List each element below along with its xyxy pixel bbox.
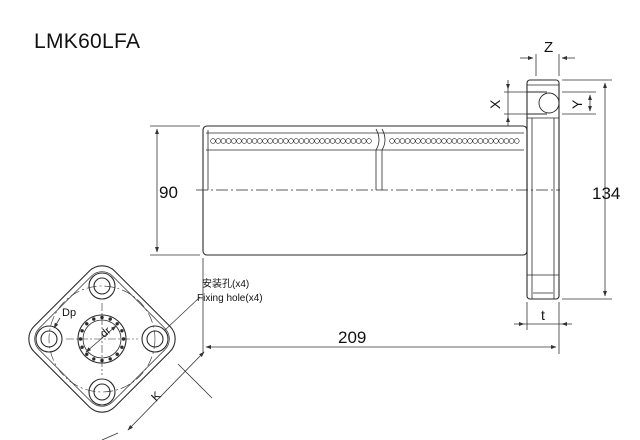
bore-ball [100, 358, 104, 363]
bearing-ball [220, 138, 227, 144]
bearing-ball [288, 138, 294, 144]
dimension-labels: 90 134 209 t Z X Y [159, 39, 620, 347]
bearing-ball [329, 138, 336, 144]
bearing-ball [446, 138, 452, 144]
page-title: LMK60LFA [34, 30, 141, 53]
bore-ball [85, 352, 89, 356]
bearing-ball [394, 138, 400, 144]
bearing-ball [399, 138, 406, 144]
bearing-ball [309, 138, 315, 144]
bore-ball-ring [78, 315, 126, 363]
bearing-ball [246, 138, 253, 144]
bearing-ball [467, 138, 473, 144]
bearing-ball [298, 138, 305, 144]
bearing-ball [350, 138, 357, 144]
dim-label-t: t [541, 307, 545, 323]
bore-ball [108, 357, 112, 361]
bore-ball [115, 352, 119, 356]
bearing-ball [498, 138, 504, 144]
fixing-hole-top [88, 272, 116, 300]
bushing-body [202, 125, 528, 256]
front-view [28, 265, 213, 440]
bore-ball [80, 329, 84, 333]
bore-ball [120, 329, 124, 333]
bearing-ball [215, 138, 221, 144]
bearing-ball [361, 138, 367, 144]
bearing-ball [420, 138, 426, 144]
bore-ball [92, 357, 96, 361]
dim-label-k: K [148, 389, 164, 405]
bearing-ball [262, 138, 268, 144]
bearing-ball [415, 138, 421, 144]
bearing-ball [303, 138, 310, 144]
bearing-ball [324, 138, 331, 144]
bearing-ball [241, 138, 247, 144]
bearing-ball [430, 138, 437, 144]
bearing-ball [355, 138, 362, 144]
bearing-ball [335, 138, 341, 144]
dim-label-dp: Dp [62, 307, 76, 319]
dim-label-x: X [487, 99, 503, 109]
dim-label-209: 209 [338, 328, 366, 347]
pitch-circle [48, 285, 156, 393]
bearing-ball [272, 138, 279, 144]
bearing-ball [277, 138, 284, 144]
bearing-ball [319, 138, 325, 144]
bearing-ball [283, 138, 289, 144]
bearing-ball [293, 138, 299, 144]
bearing-ball [508, 138, 515, 144]
side-view [196, 79, 560, 300]
bearing-ball [493, 138, 499, 144]
bearing-ball [425, 138, 432, 144]
fixing-hole-label-en: Fixing hole(x4) [197, 293, 263, 304]
bearing-ball [267, 138, 273, 144]
bearing-ball [441, 138, 447, 144]
bearing-ball [340, 138, 346, 144]
bore-ball [85, 322, 89, 326]
bearing-ball [477, 138, 484, 144]
fixing-hole-bottom [88, 378, 116, 406]
bearing-ball [257, 138, 263, 144]
bearing-ball [389, 138, 395, 144]
bearing-ball [231, 138, 237, 144]
bearing-ball [236, 138, 242, 144]
bearing-ball [456, 138, 463, 144]
fixing-hole-left [35, 325, 63, 353]
ball-row [210, 138, 520, 144]
bearing-ball [404, 138, 411, 144]
bearing-ball [488, 138, 494, 144]
bearing-ball [366, 138, 372, 144]
dim-label-dr: dr [98, 325, 113, 341]
fixing-hole-label-cn: 安装孔(x4) [202, 277, 249, 290]
bearing-ball [345, 138, 351, 144]
bearing-ball [436, 138, 442, 144]
dim-label-z: Z [544, 39, 553, 56]
bearing-ball [314, 138, 320, 144]
flange [526, 79, 560, 300]
bearing-ball [462, 138, 468, 144]
bearing-ball [503, 138, 510, 144]
bearing-ball [251, 138, 258, 144]
bore-ball [78, 337, 83, 341]
dim-label-90: 90 [159, 183, 178, 202]
bore-ball [120, 345, 124, 349]
dimension-lines [150, 54, 612, 354]
bearing-ball [410, 138, 416, 144]
bearing-ball [514, 138, 520, 144]
dim-label-y: Y [569, 99, 585, 109]
bearing-ball [225, 138, 232, 144]
bore-ball [100, 315, 104, 320]
bore-ball [108, 317, 112, 321]
bearing-ball [472, 138, 478, 144]
bearing-ball [451, 138, 458, 144]
bore-ball [121, 337, 126, 341]
bore-ball [80, 345, 84, 349]
bore-ball [115, 322, 119, 326]
bearing-ball [210, 138, 216, 144]
dim-label-134: 134 [592, 184, 620, 203]
bore-ball [92, 317, 96, 321]
bearing-ball [482, 138, 489, 144]
